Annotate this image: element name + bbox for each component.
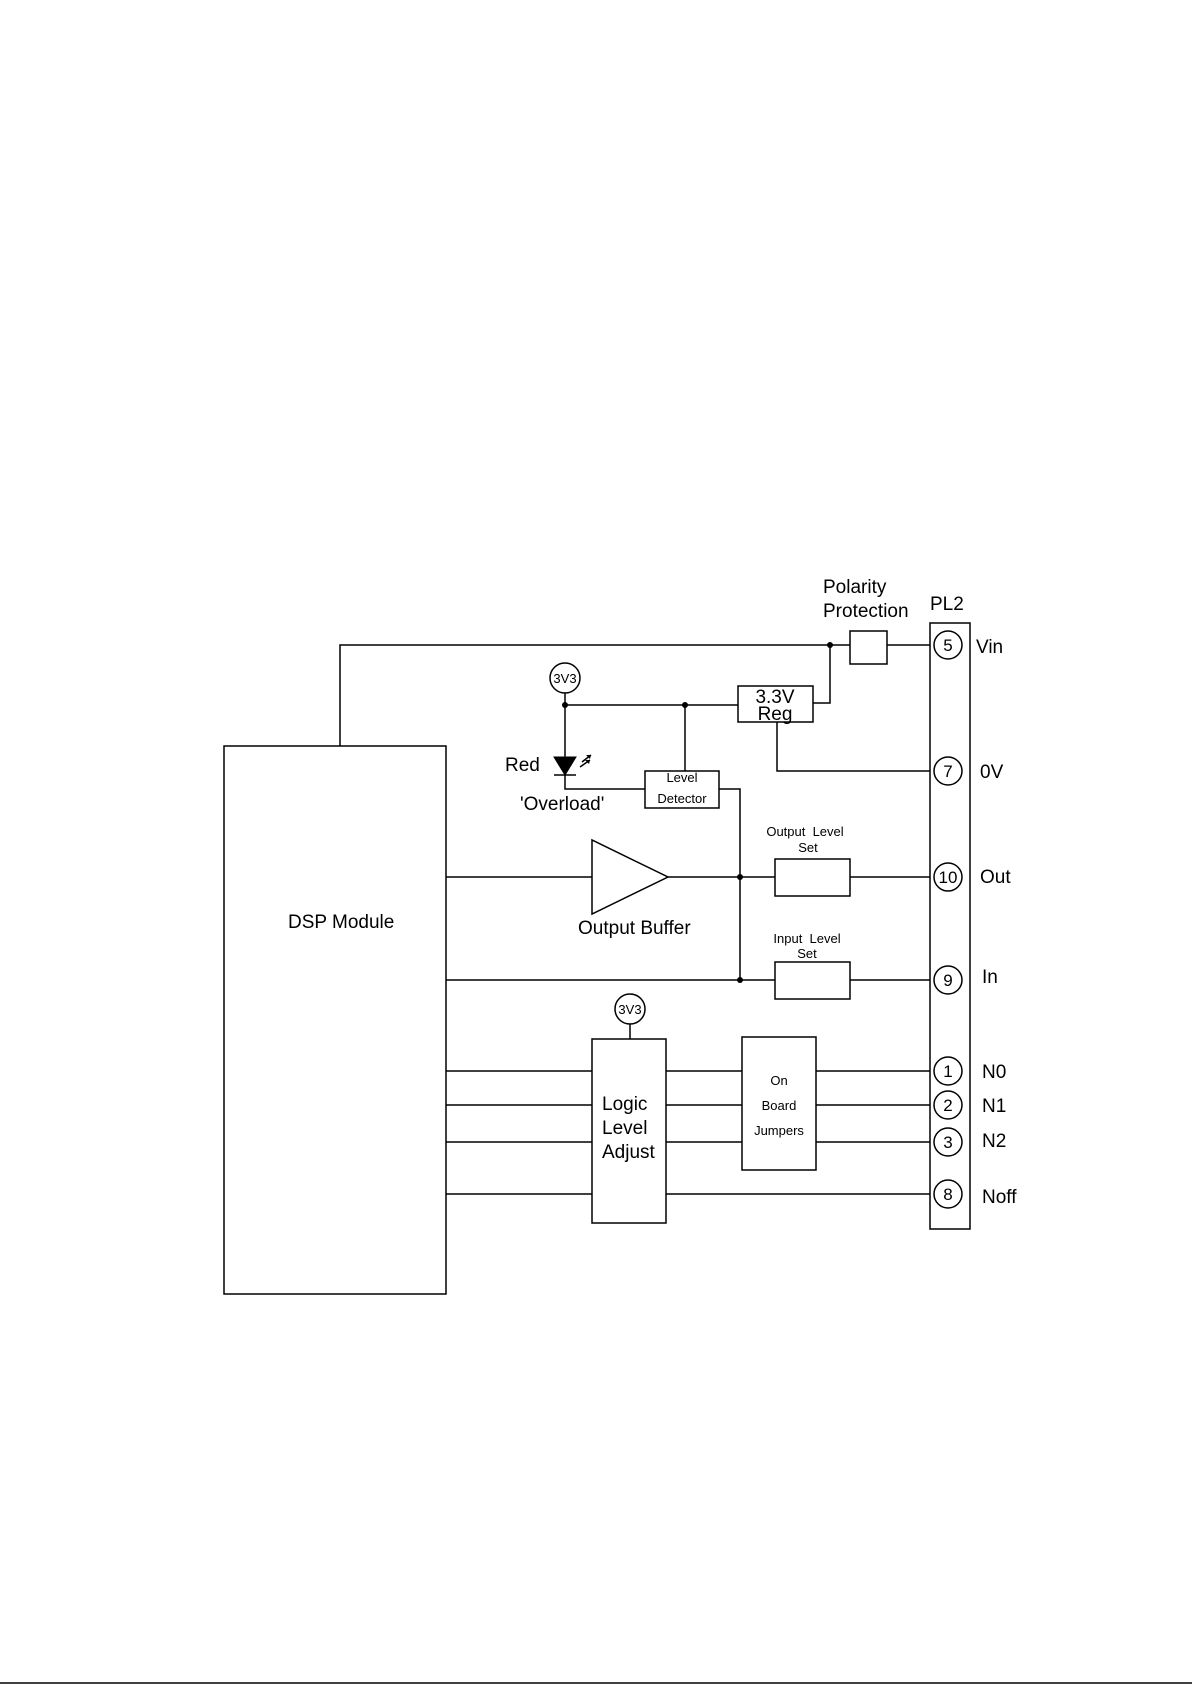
logic-level-adjust-label-line3: Adjust: [602, 1142, 656, 1163]
supply-3v3-logic: 3V3: [615, 994, 645, 1024]
pin-2-number: 2: [943, 1096, 952, 1115]
jumpers-label-line3: Jumpers: [754, 1123, 804, 1138]
input-level-set-block: Input Level Set: [773, 931, 850, 999]
output-level-set-label-line1: Output Level: [766, 824, 843, 839]
pin-1-number: 1: [943, 1062, 952, 1081]
polarity-protection-label-line1: Polarity: [823, 577, 887, 598]
pin-1-label: N0: [982, 1062, 1006, 1083]
pin-8-label: Noff: [982, 1187, 1017, 1208]
regulator-block: 3.3V Reg: [738, 686, 813, 725]
on-board-jumpers-block: On Board Jumpers: [742, 1037, 816, 1170]
pin-5-label: Vin: [976, 637, 1003, 658]
polarity-protection-label-line2: Protection: [823, 601, 909, 622]
pin-3-number: 3: [943, 1133, 952, 1152]
led-name-label: 'Overload': [520, 794, 604, 815]
level-detector-label-line1: Level: [666, 770, 697, 785]
pin-7-label: 0V: [980, 762, 1004, 783]
led-color-label: Red: [505, 755, 540, 776]
pin-10-number: 10: [939, 868, 958, 887]
led-light-arrows-icon: [580, 755, 591, 767]
output-buffer-block: Output Buffer: [578, 840, 691, 939]
led-diode-icon: [554, 757, 576, 775]
supply-3v3-top-label: 3V3: [553, 671, 576, 686]
pin-9-label: In: [982, 967, 998, 988]
pin-10-label: Out: [980, 867, 1011, 888]
supply-3v3-logic-label: 3V3: [618, 1002, 641, 1017]
pin-8-number: 8: [943, 1185, 952, 1204]
pin-8: 8 Noff: [934, 1180, 1017, 1208]
regulator-label-line2: Reg: [758, 704, 793, 725]
pin-7-number: 7: [943, 762, 952, 781]
pin-2-label: N1: [982, 1096, 1006, 1117]
input-level-set-label-line1: Input Level: [773, 931, 840, 946]
pin-9-number: 9: [943, 971, 952, 990]
dsp-module-block: DSP Module: [224, 746, 446, 1294]
logic-level-adjust-block: Logic Level Adjust: [592, 1039, 666, 1223]
dsp-module-label: DSP Module: [288, 912, 394, 933]
level-detector-block: Level Detector: [645, 770, 719, 808]
pl2-connector-label: PL2: [930, 594, 964, 615]
input-level-set-label-line2: Set: [797, 946, 817, 961]
output-level-set-block: Output Level Set: [766, 824, 850, 896]
logic-level-adjust-label-line2: Level: [602, 1118, 647, 1139]
buffer-amplifier-icon: [592, 840, 668, 914]
overload-led: Red 'Overload': [505, 755, 604, 815]
pin-5-number: 5: [943, 636, 952, 655]
polarity-protection-block: Polarity Protection: [823, 577, 909, 664]
jumpers-label-line2: Board: [762, 1098, 797, 1113]
level-detector-label-line2: Detector: [657, 791, 707, 806]
supply-3v3-top: 3V3: [550, 663, 580, 693]
pin-3-label: N2: [982, 1131, 1006, 1152]
logic-level-adjust-label-line1: Logic: [602, 1094, 647, 1115]
pin-10: 10 Out: [934, 863, 1011, 891]
output-buffer-label: Output Buffer: [578, 918, 691, 939]
jumpers-label-line1: On: [770, 1073, 787, 1088]
output-level-set-label-line2: Set: [798, 840, 818, 855]
